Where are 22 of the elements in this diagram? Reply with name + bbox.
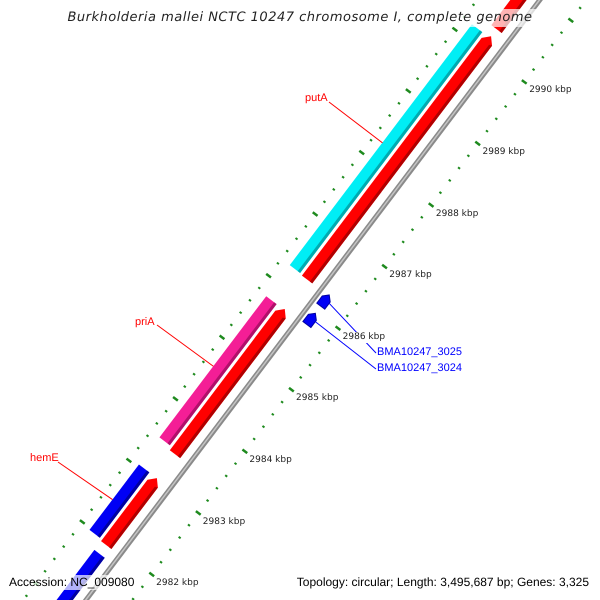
position-label: 2990 kbp (529, 85, 572, 96)
leader-line (314, 321, 376, 370)
genome-info-label: Topology: circular; Length: 3,495,687 bp; Genes: 3,325 (296, 575, 590, 590)
position-label: 2986 kbp (342, 332, 386, 343)
gene-label: priA (135, 316, 155, 329)
gene-marker (316, 294, 331, 310)
gene-marker (302, 312, 317, 328)
position-label: 2985 kbp (296, 393, 338, 404)
position-label: 2988 kbp (436, 208, 478, 220)
position-label: 2984 kbp (249, 455, 292, 466)
gene-label: hemE (30, 452, 59, 465)
gene-label: BMA10247_3025 (377, 346, 462, 359)
accession-label: Accession: NC_009080 (8, 575, 136, 590)
position-label: 2982 kbp (156, 578, 199, 590)
leader-line (156, 324, 214, 367)
position-label: 2983 kbp (202, 516, 246, 528)
position-label: 2989 kbp (482, 147, 525, 158)
gene-label: BMA10247_3024 (377, 362, 462, 375)
gene-label: putA (305, 92, 328, 105)
leader-line (58, 462, 113, 500)
leader-line (328, 102, 383, 144)
position-label: 2987 kbp (389, 270, 432, 282)
